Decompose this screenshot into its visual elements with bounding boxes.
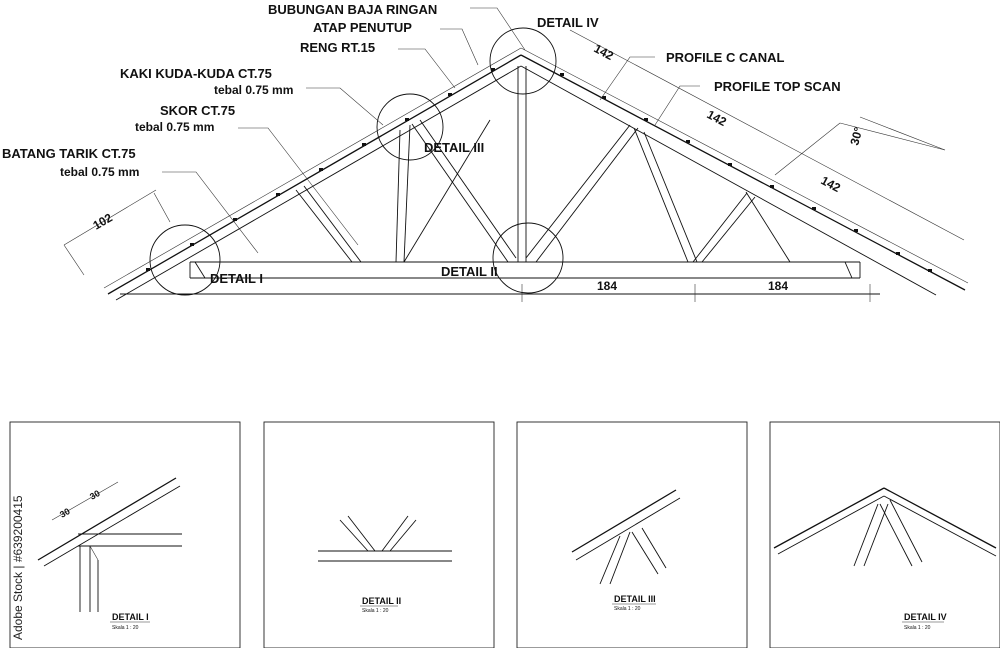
detail-panel-1: 30 30 DETAIL I Skala 1 : 20	[9, 421, 241, 648]
label-batang-tebal: tebal 0.75 mm	[60, 165, 139, 179]
detail-1-dim-a: 30	[58, 506, 72, 520]
label-detail-2: DETAIL II	[441, 264, 498, 279]
detail-4-scale: Skala 1 : 20	[904, 625, 931, 631]
detail-1-dim-b: 30	[88, 488, 102, 502]
label-detail-1: DETAIL I	[210, 271, 263, 286]
dim-142-a: 142	[592, 41, 617, 63]
dim-142-c: 142	[819, 173, 844, 195]
label-bubungan: BUBUNGAN BAJA RINGAN	[268, 2, 437, 17]
label-detail-4: DETAIL IV	[537, 15, 599, 30]
dim-184-a: 184	[597, 279, 617, 293]
stock-watermark: Adobe Stock | #639200415	[11, 495, 25, 640]
detail-4-circle	[489, 27, 557, 95]
left-rafter-bottom	[115, 65, 522, 301]
detail-2-scale: Skala 1 : 20	[362, 608, 389, 614]
detail-3-scale: Skala 1 : 20	[614, 606, 641, 612]
roof-cover-right	[520, 47, 969, 284]
detail-2-title: DETAIL II	[362, 596, 401, 606]
label-atap-penutup: ATAP PENUTUP	[313, 20, 412, 35]
detail-3-title: DETAIL III	[614, 594, 656, 604]
detail-2-circle	[492, 222, 564, 294]
reng-markers	[146, 68, 932, 272]
detail-1-circle	[149, 224, 221, 296]
dim-102: 102	[91, 210, 116, 232]
detail-1-scale: Skala 1 : 20	[112, 625, 139, 631]
detail-panel-3: DETAIL III Skala 1 : 20	[516, 421, 748, 648]
label-kaki-tebal: tebal 0.75 mm	[214, 83, 293, 97]
right-rafter-top	[520, 54, 966, 291]
dim-142-b: 142	[705, 107, 730, 129]
label-kaki-kuda: KAKI KUDA-KUDA CT.75	[120, 66, 272, 81]
roof-cover-left	[103, 47, 522, 289]
detail-4-title: DETAIL IV	[904, 612, 947, 622]
right-rafter-bottom	[520, 65, 937, 296]
label-reng: RENG RT.15	[300, 40, 375, 55]
label-profile-c: PROFILE C CANAL	[666, 50, 785, 65]
label-batang-tarik: BATANG TARIK CT.75	[2, 146, 136, 161]
dim-184-b: 184	[768, 279, 788, 293]
detail-panel-2: DETAIL II Skala 1 : 20	[263, 421, 495, 648]
label-skor: SKOR CT.75	[160, 103, 235, 118]
label-skor-tebal: tebal 0.75 mm	[135, 120, 214, 134]
detail-1-title: DETAIL I	[112, 612, 149, 622]
label-profile-top: PROFILE TOP SCAN	[714, 79, 841, 94]
left-rafter-top	[107, 54, 522, 295]
detail-panel-4: DETAIL IV Skala 1 : 20	[769, 421, 1000, 648]
detail-3-circle	[376, 93, 444, 161]
main-truss	[63, 7, 969, 302]
dim-angle: 30°	[847, 125, 865, 146]
label-detail-3: DETAIL III	[424, 140, 484, 155]
